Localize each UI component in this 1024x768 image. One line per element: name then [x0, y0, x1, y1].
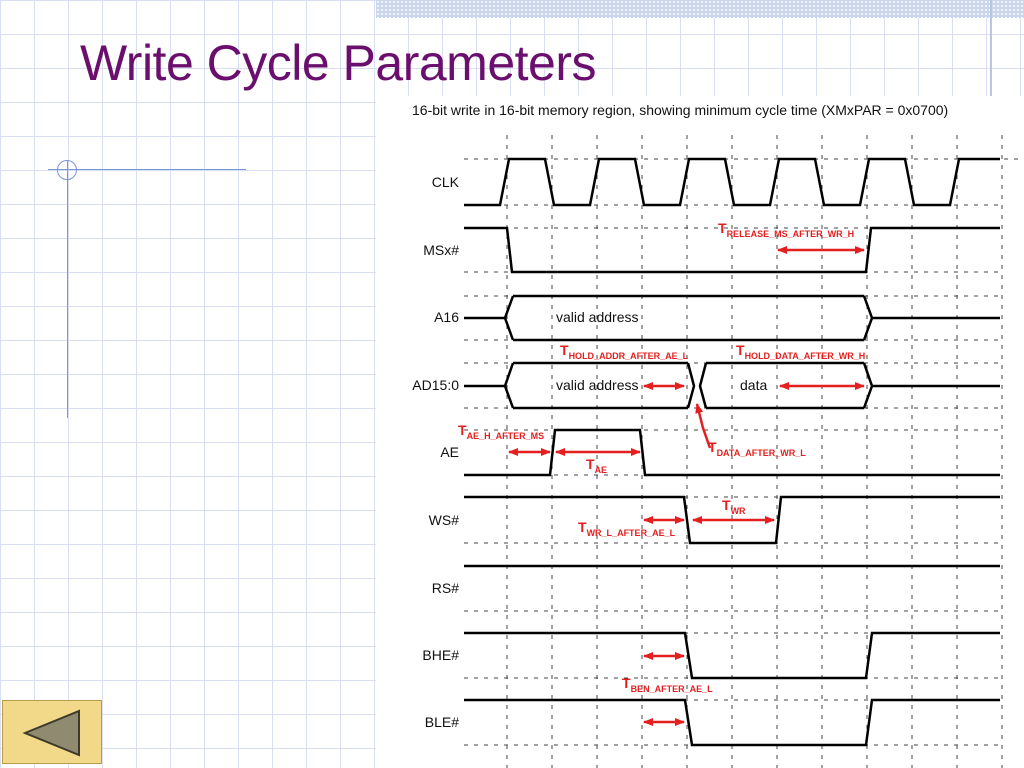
timing-grid: [464, 135, 1024, 768]
param-wr-l-after-ae-l: TWR_L_AFTER_AE_L: [578, 519, 676, 538]
waveform-clk: [464, 157, 1000, 207]
param-ben-after-ae-l: TBEN_AFTER_AE_L: [622, 675, 713, 694]
signal-label-a16: A16: [434, 309, 459, 325]
bus-label-a16-address: valid address: [556, 309, 639, 325]
decor-line-vertical: [67, 160, 68, 418]
triangle-left-icon: [22, 709, 80, 757]
waveform-msx: [464, 226, 1000, 274]
waveform-bhe: [464, 631, 1000, 680]
signal-label-clk: CLK: [432, 174, 460, 190]
param-ae: TAE: [586, 456, 607, 475]
previous-slide-button[interactable]: [2, 700, 102, 764]
signal-label-ws: WS#: [429, 512, 460, 528]
signal-label-ble: BLE#: [425, 714, 459, 730]
arrow-data-after-wr: [695, 403, 712, 449]
waveform-ws: [464, 495, 1000, 545]
diagram-panel: [376, 96, 1024, 768]
waveform-ble: [464, 698, 1000, 747]
header-divider: [990, 0, 992, 100]
param-wr: TWR: [722, 497, 746, 516]
signal-label-ad: AD15:0: [412, 377, 459, 393]
param-ae-h-after-ms: TAE_H_AFTER_MS: [458, 422, 544, 441]
header-band: [376, 0, 1024, 18]
param-data-after-wr-l: TDATA_AFTER_WR_L: [708, 439, 806, 458]
param-release-ms-after-wr-h: TRELEASE_MS_AFTER_WR_H: [718, 220, 854, 239]
waveform-a16: [464, 294, 1000, 342]
diagram-caption: 16-bit write in 16-bit memory region, sh…: [412, 102, 949, 118]
signal-label-bhe: BHE#: [422, 647, 459, 663]
param-hold-addr-after-ae-l: THOLD_ADDR_AFTER_AE_L: [560, 342, 689, 361]
decor-circle: [57, 160, 77, 180]
waveform-ae: [464, 428, 1000, 477]
bus-label-ad-data: data: [740, 377, 767, 393]
decor-line-horizontal: [48, 169, 246, 170]
slide-title: Write Cycle Parameters: [80, 35, 596, 91]
signal-label-rs: RS#: [432, 580, 459, 596]
signal-label-ae: AE: [440, 444, 459, 460]
param-hold-data-after-wr-h: THOLD_DATA_AFTER_WR_H: [736, 342, 865, 361]
signal-label-msx: MSx#: [423, 242, 459, 258]
bus-label-ad-address: valid address: [556, 377, 639, 393]
waveform-ad: [464, 361, 1000, 410]
timing-diagram: CLK MSx# A16 AD15:0 AE WS# RS# BHE# BLE#: [412, 135, 1024, 768]
